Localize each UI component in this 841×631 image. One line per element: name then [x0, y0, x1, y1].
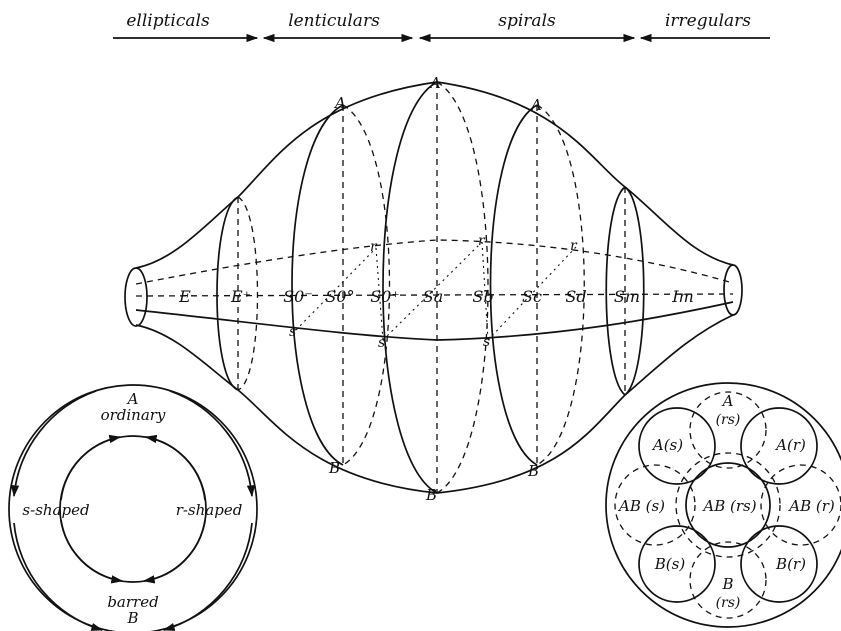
variety-upper-left: A(s): [651, 436, 683, 454]
letter-A-right: A: [529, 96, 542, 114]
letter-B-left: B: [328, 459, 340, 477]
variety-bottom-label: B: [721, 575, 733, 593]
variety-top-label: A: [721, 392, 734, 410]
letter-B-right: B: [527, 462, 539, 480]
type-Sb-label: Sb: [472, 287, 493, 306]
family-right-label: r-shaped: [176, 501, 243, 519]
family-circle: A ordinary s-shaped r-shaped barred B: [8, 384, 258, 631]
variety-center-circle: [685, 462, 771, 548]
section-Sd: [489, 104, 585, 466]
dotted-diagonals: [295, 241, 577, 341]
category-header: ellipticals lenticulars spirals irregula…: [113, 11, 770, 43]
variety-upper-right: A(r): [774, 436, 806, 454]
letter-r-2: r: [478, 233, 486, 249]
category-irregulars-label: irregulars: [665, 11, 751, 31]
type-Sc-label: Sc: [522, 287, 542, 306]
type-E-plus-label: E⁺: [230, 287, 251, 306]
family-top-word: ordinary: [101, 406, 166, 424]
letter-B-center: B: [425, 486, 437, 504]
letter-A-center: A: [428, 74, 441, 92]
section-Sb: [382, 81, 489, 494]
classification-volume: [124, 81, 743, 494]
variety-lower-left: B(s): [654, 555, 686, 573]
family-top-letter: A: [126, 390, 139, 408]
letter-s-3: s: [483, 334, 490, 350]
variety-circle: A (rs) A(s) A(r) AB (s) AB (rs) AB (r) B…: [605, 382, 841, 628]
section-letters: A A A B B B r r r s s s: [289, 74, 578, 504]
variety-lower-right: B(r): [775, 555, 806, 573]
type-Sa-label: Sa: [423, 287, 444, 306]
category-spirals-label: spirals: [498, 11, 556, 31]
variety-top-sub: (rs): [716, 412, 741, 428]
section-Sm: [605, 186, 645, 396]
type-E-label: E: [178, 287, 191, 306]
type-labels: E E⁺ S0⁻ S0° S0⁺ Sa Sb Sc Sd Sm Im: [178, 287, 694, 306]
category-ellipticals-label: ellipticals: [126, 11, 210, 31]
family-left-label: s-shaped: [22, 501, 89, 519]
variety-outer-circle: [605, 382, 841, 628]
type-S0-minus-label: S0⁻: [283, 287, 313, 306]
family-inner-circle: [59, 435, 207, 583]
type-Im-label: Im: [671, 287, 694, 306]
cap-left: [124, 267, 148, 327]
variety-bottom-sub: (rs): [716, 595, 741, 611]
variety-mid-right: AB (r): [787, 497, 835, 515]
letter-r-1: r: [370, 239, 378, 255]
variety-mid-left: AB (s): [617, 497, 665, 515]
family-bottom-letter: B: [126, 609, 138, 627]
category-lenticulars-label: lenticulars: [288, 11, 380, 31]
type-Sd-label: Sd: [565, 287, 586, 306]
variety-center: AB (rs): [701, 497, 756, 515]
letter-A-left: A: [333, 94, 346, 112]
s-curve: [135, 301, 734, 341]
section-S0: [291, 104, 391, 466]
family-bottom-word: barred: [107, 593, 158, 611]
family-outer-circle: [8, 384, 258, 631]
letter-r-3: r: [570, 238, 578, 254]
letter-s-2: s: [378, 335, 385, 351]
type-Sm-label: Sm: [614, 287, 640, 306]
letter-s-1: s: [289, 324, 296, 340]
cap-right: [723, 264, 743, 316]
central-axis: [135, 293, 734, 297]
section-E-plus: [216, 196, 259, 391]
type-S0-zero-label: S0°: [325, 287, 354, 306]
type-S0-plus-label: S0⁺: [370, 287, 400, 306]
